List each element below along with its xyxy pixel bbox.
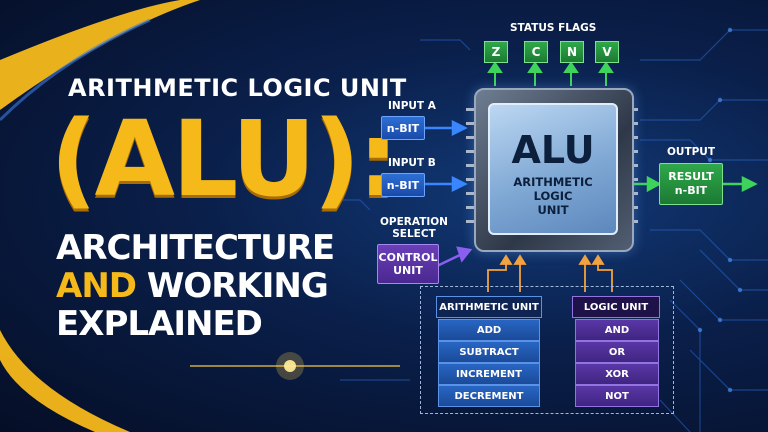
arithmetic-unit-title: ARITHMETIC UNIT: [436, 296, 542, 318]
arithmetic-op-increment: INCREMENT: [438, 363, 540, 385]
logic-unit-title: LOGIC UNIT: [572, 296, 660, 318]
title-line-4-rest: WORKING: [136, 266, 329, 306]
arithmetic-op-decrement: DECREMENT: [438, 385, 540, 407]
operation-label-1: OPERATION: [380, 216, 448, 228]
arithmetic-op-subtract: SUBTRACT: [438, 341, 540, 363]
chip-pins: [466, 108, 638, 223]
title-block: ARITHMETIC LOGIC UNIT (ALU): ARCHITECTUR…: [50, 0, 406, 432]
unit-arrows: [487, 254, 613, 292]
flag-arrows: [487, 61, 614, 86]
logic-op-not: NOT: [575, 385, 659, 407]
input-arrows: [422, 119, 468, 193]
output-arrows: [633, 175, 758, 193]
title-line-5: EXPLAINED: [56, 304, 263, 344]
title-line-1: ARITHMETIC LOGIC UNIT: [68, 74, 407, 102]
operation-select-label: OPERATION SELECT: [380, 216, 448, 240]
units-container: [420, 286, 674, 414]
input-b-label: INPUT B: [388, 157, 436, 169]
result-box: RESULT n-BIT: [659, 163, 723, 205]
control-unit-line-2: UNIT: [393, 264, 423, 277]
arithmetic-op-add: ADD: [438, 319, 540, 341]
flag-n: N: [560, 41, 584, 63]
result-line-2: n-BIT: [674, 184, 708, 197]
alu-chip-core: [488, 103, 618, 235]
alu-sub-3: UNIT: [537, 203, 569, 217]
output-label: OUTPUT: [667, 146, 715, 158]
flag-c: C: [524, 41, 548, 63]
control-unit-box: CONTROL UNIT: [377, 244, 439, 284]
input-a-box: n-BIT: [381, 116, 425, 140]
logic-op-xor: XOR: [575, 363, 659, 385]
logic-op-or: OR: [575, 341, 659, 363]
gold-swoosh-top: [0, 0, 200, 110]
input-b-box: n-BIT: [381, 173, 425, 197]
title-accent-word: AND: [56, 266, 137, 306]
alu-sub-2: LOGIC: [533, 189, 573, 203]
result-line-1: RESULT: [668, 170, 714, 183]
logic-op-and: AND: [575, 319, 659, 341]
control-unit-line-1: CONTROL: [378, 251, 438, 264]
title-line-3: ARCHITECTURE: [56, 228, 335, 268]
control-arrow: [436, 246, 473, 268]
alu-title: ALU: [511, 128, 595, 172]
title-line-2: (ALU):: [50, 98, 399, 220]
alu-sub-1: ARITHMETIC: [513, 175, 593, 189]
operation-label-2: SELECT: [392, 228, 436, 240]
circuit-nodes: [697, 27, 743, 393]
flag-z: Z: [484, 41, 508, 63]
alu-subtitle: ARITHMETIC LOGIC UNIT: [488, 175, 618, 217]
gold-swoosh-bottom: [0, 330, 130, 432]
flag-v: V: [595, 41, 619, 63]
title-line-4: AND WORKING: [56, 266, 329, 306]
input-a-label: INPUT A: [388, 100, 436, 112]
status-flags-label: STATUS FLAGS: [510, 22, 597, 34]
